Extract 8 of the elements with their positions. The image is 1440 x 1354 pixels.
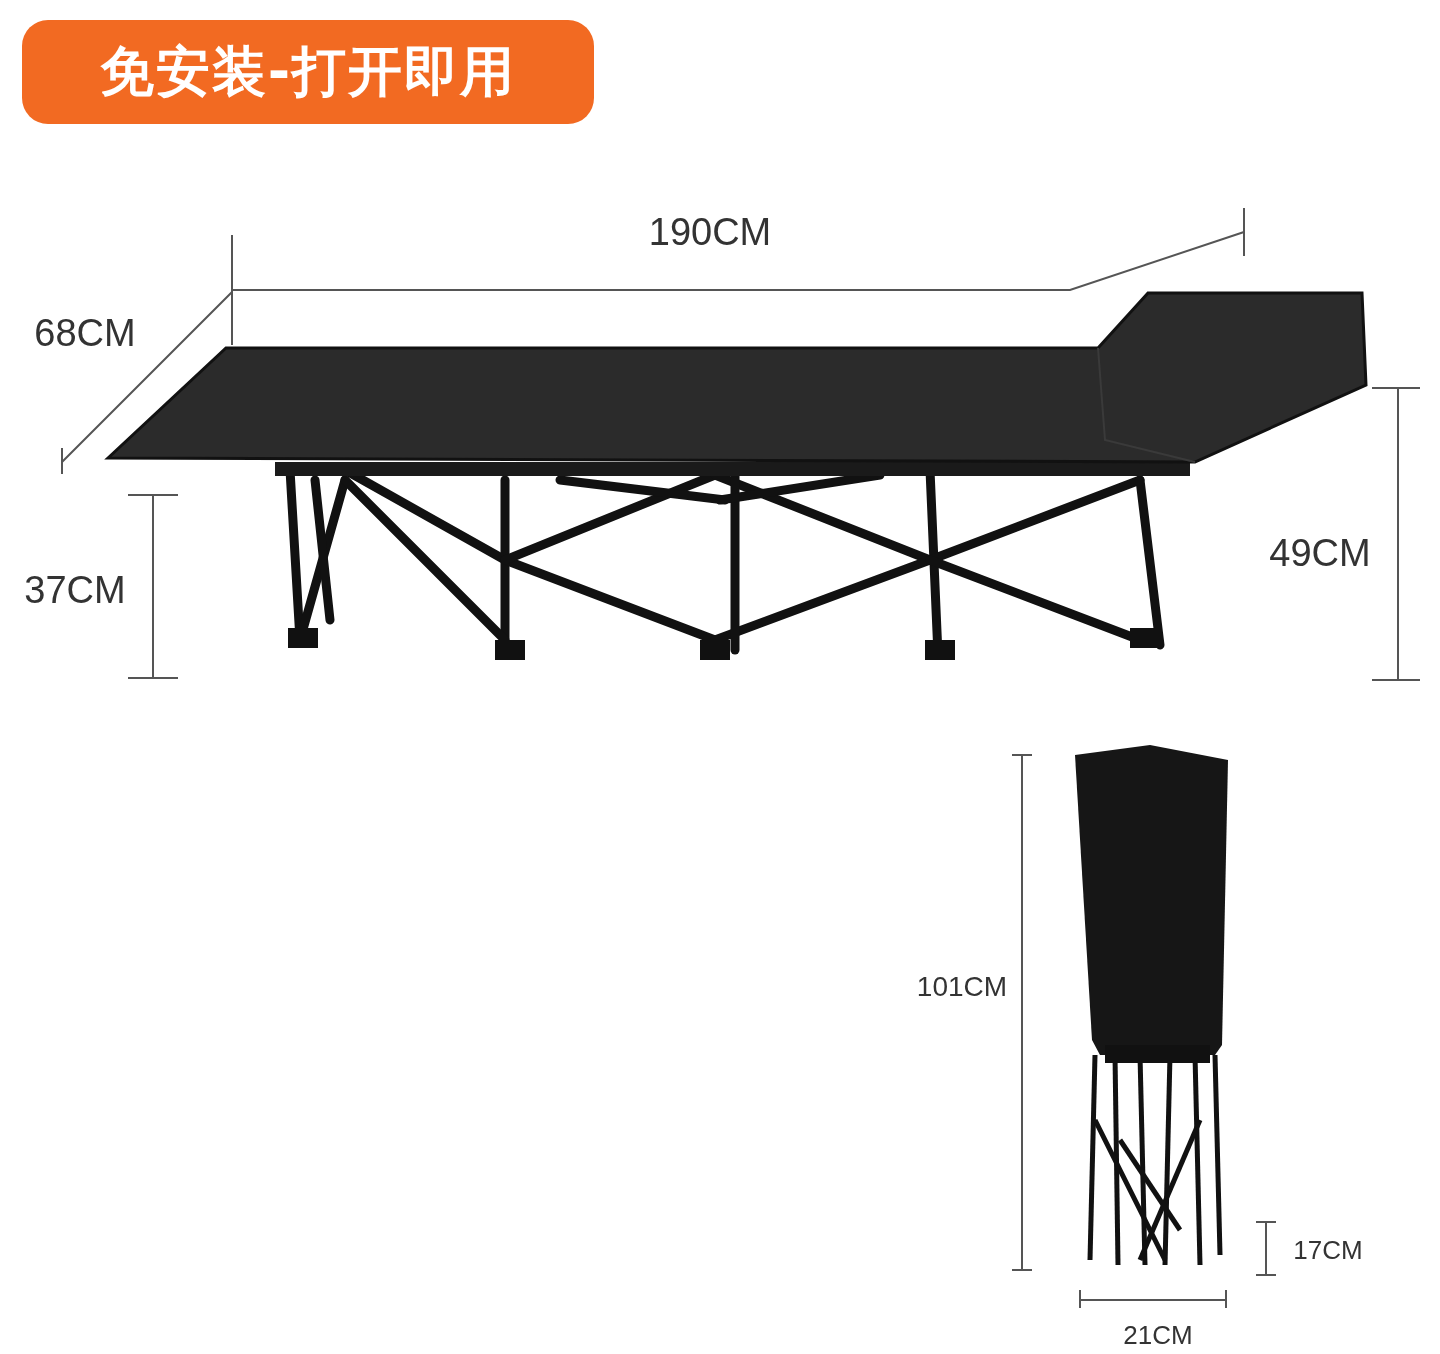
dimension-label: 68CM: [34, 311, 136, 355]
dimension-label: 21CM: [1123, 1319, 1193, 1351]
dimension-label: 101CM: [916, 971, 1008, 1003]
dimension-label: 37CM: [24, 568, 126, 612]
title-badge: 免安装-打开即用: [22, 20, 594, 124]
dimension-label: 190CM: [648, 210, 772, 254]
dimension-label: 17CM: [1293, 1234, 1363, 1266]
dimension-label: 49CM: [1269, 531, 1371, 575]
